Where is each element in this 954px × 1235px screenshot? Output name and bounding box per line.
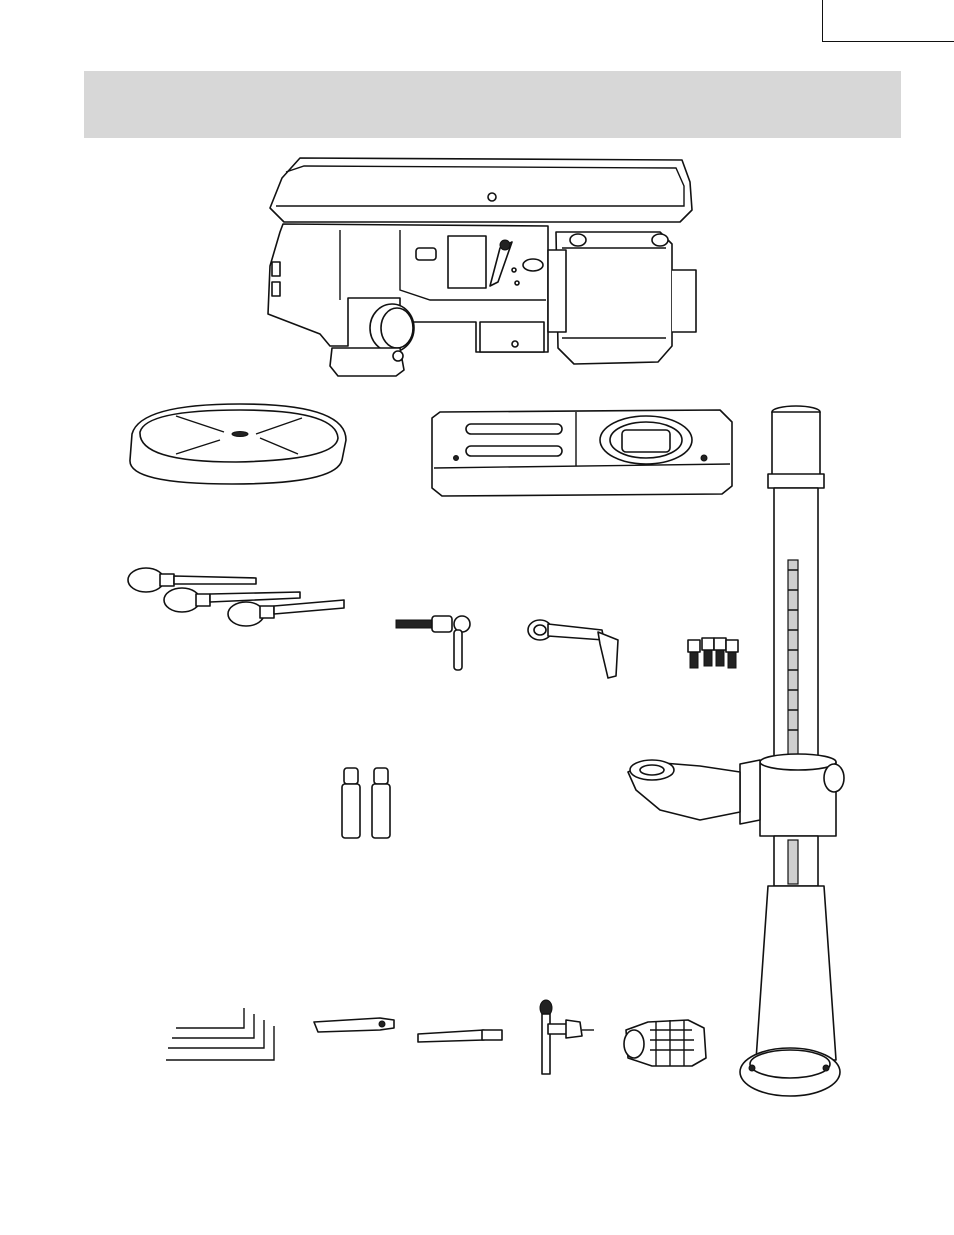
base-plate-icon [432,410,732,496]
column-assembly-icon [628,406,844,1096]
chuck-icon [624,1020,706,1066]
drill-press-head-icon [268,158,696,376]
lock-handle-icon [396,616,470,670]
round-table-icon [130,404,346,484]
chuck-key-icon [540,1000,594,1074]
feed-handle-icon [128,568,344,626]
pin-icon [342,768,390,838]
drift-key-icon [314,1018,394,1032]
hex-key-icon [166,1008,274,1060]
arbor-icon [418,1030,502,1042]
crank-handle-icon [528,620,618,678]
bolt-icon [688,638,738,668]
